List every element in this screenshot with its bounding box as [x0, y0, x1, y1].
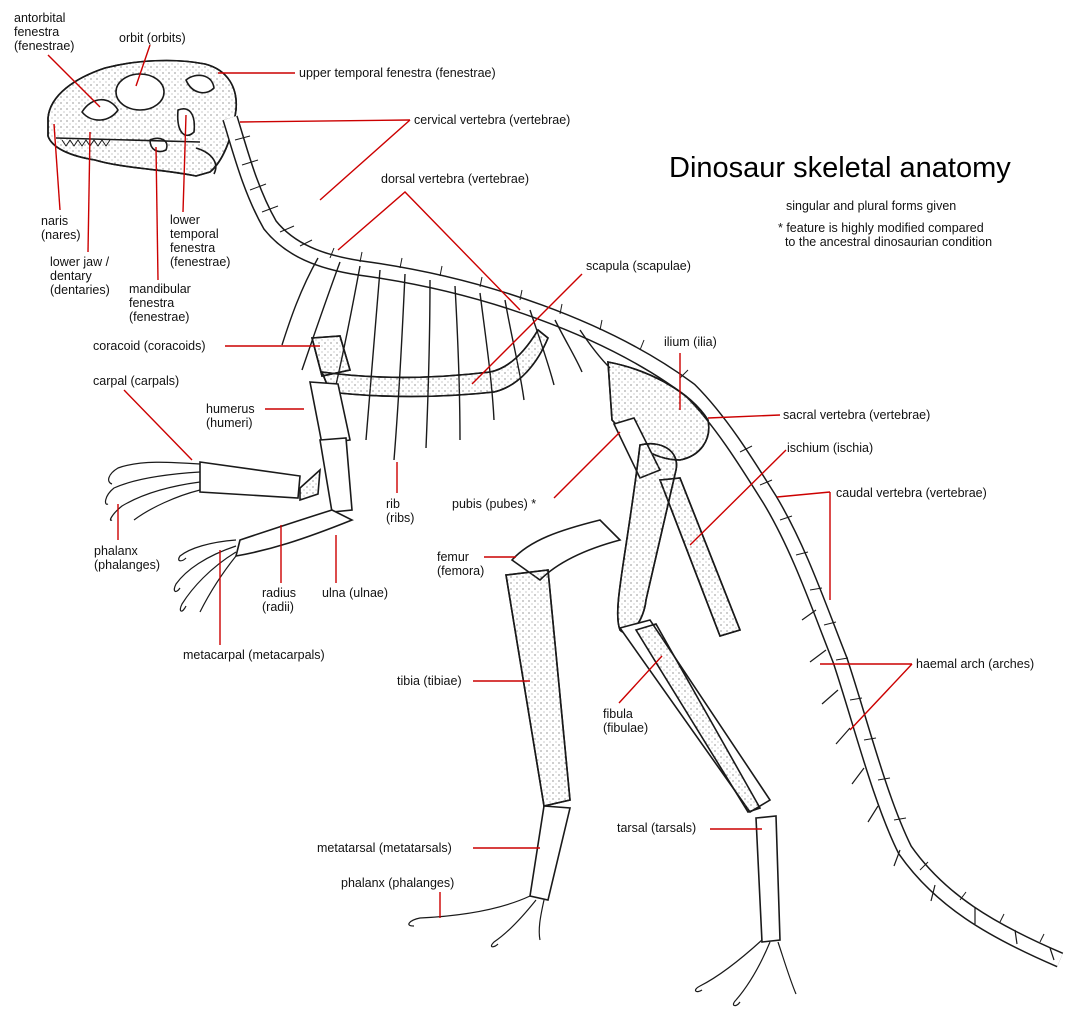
label-caudal-vertebra: caudal vertebra (vertebrae)	[836, 486, 987, 500]
label-radius: radius (radii)	[262, 586, 297, 614]
label-ulna: ulna (ulnae)	[322, 586, 389, 600]
hindlimb	[408, 443, 797, 1007]
label-phalanx-hand: phalanx (phalanges)	[94, 544, 161, 572]
label-naris: naris (nares)	[41, 214, 81, 242]
label-phalanx-foot: phalanx (phalanges)	[341, 876, 455, 890]
label-lower-jaw: lower jaw / dentary (dentaries)	[50, 255, 110, 297]
label-femur: femur (femora)	[437, 550, 485, 578]
note-forms: singular and plural forms given	[786, 199, 957, 213]
skull	[47, 59, 238, 177]
label-metacarpal: metacarpal (metacarpals)	[183, 648, 325, 662]
note-modified: * feature is highly modified compared to…	[778, 221, 993, 249]
label-humerus: humerus (humeri)	[206, 402, 255, 430]
leader-lines	[47, 44, 913, 918]
label-mandibular-fenestra: mandibular fenestra (fenestrae)	[129, 282, 191, 324]
label-carpal: carpal (carpals)	[93, 374, 180, 388]
label-upper-temporal-fenestra: upper temporal fenestra (fenestrae)	[299, 66, 496, 80]
label-tarsal: tarsal (tarsals)	[617, 821, 697, 835]
label-orbit: orbit (orbits)	[119, 31, 186, 45]
label-ischium: ischium (ischia)	[787, 441, 874, 455]
label-rib: rib (ribs)	[386, 497, 415, 525]
shoulder-girdle	[310, 328, 549, 398]
label-antorbital-fenestra: antorbital fenestra (fenestrae)	[14, 11, 75, 53]
label-lower-temporal-fenestra: lower temporal fenestra (fenestrae)	[170, 213, 231, 269]
diagram-title: Dinosaur skeletal anatomy	[669, 152, 1011, 184]
label-fibula: fibula (fibulae)	[603, 707, 649, 735]
label-scapula: scapula (scapulae)	[586, 259, 691, 273]
label-ilium: ilium (ilia)	[664, 335, 717, 349]
label-pubis: pubis (pubes) *	[452, 497, 537, 511]
label-coracoid: coracoid (coracoids)	[93, 339, 206, 353]
label-metatarsal: metatarsal (metatarsals)	[317, 841, 452, 855]
label-dorsal-vertebra: dorsal vertebra (vertebrae)	[381, 172, 529, 186]
forelimb	[104, 381, 354, 613]
label-sacral-vertebra: sacral vertebra (vertebrae)	[783, 408, 931, 422]
label-tibia: tibia (tibiae)	[397, 674, 462, 688]
vertebral-column	[222, 115, 1064, 968]
label-haemal-arch: haemal arch (arches)	[916, 657, 1035, 671]
label-cervical-vertebra: cervical vertebra (vertebrae)	[414, 113, 571, 127]
